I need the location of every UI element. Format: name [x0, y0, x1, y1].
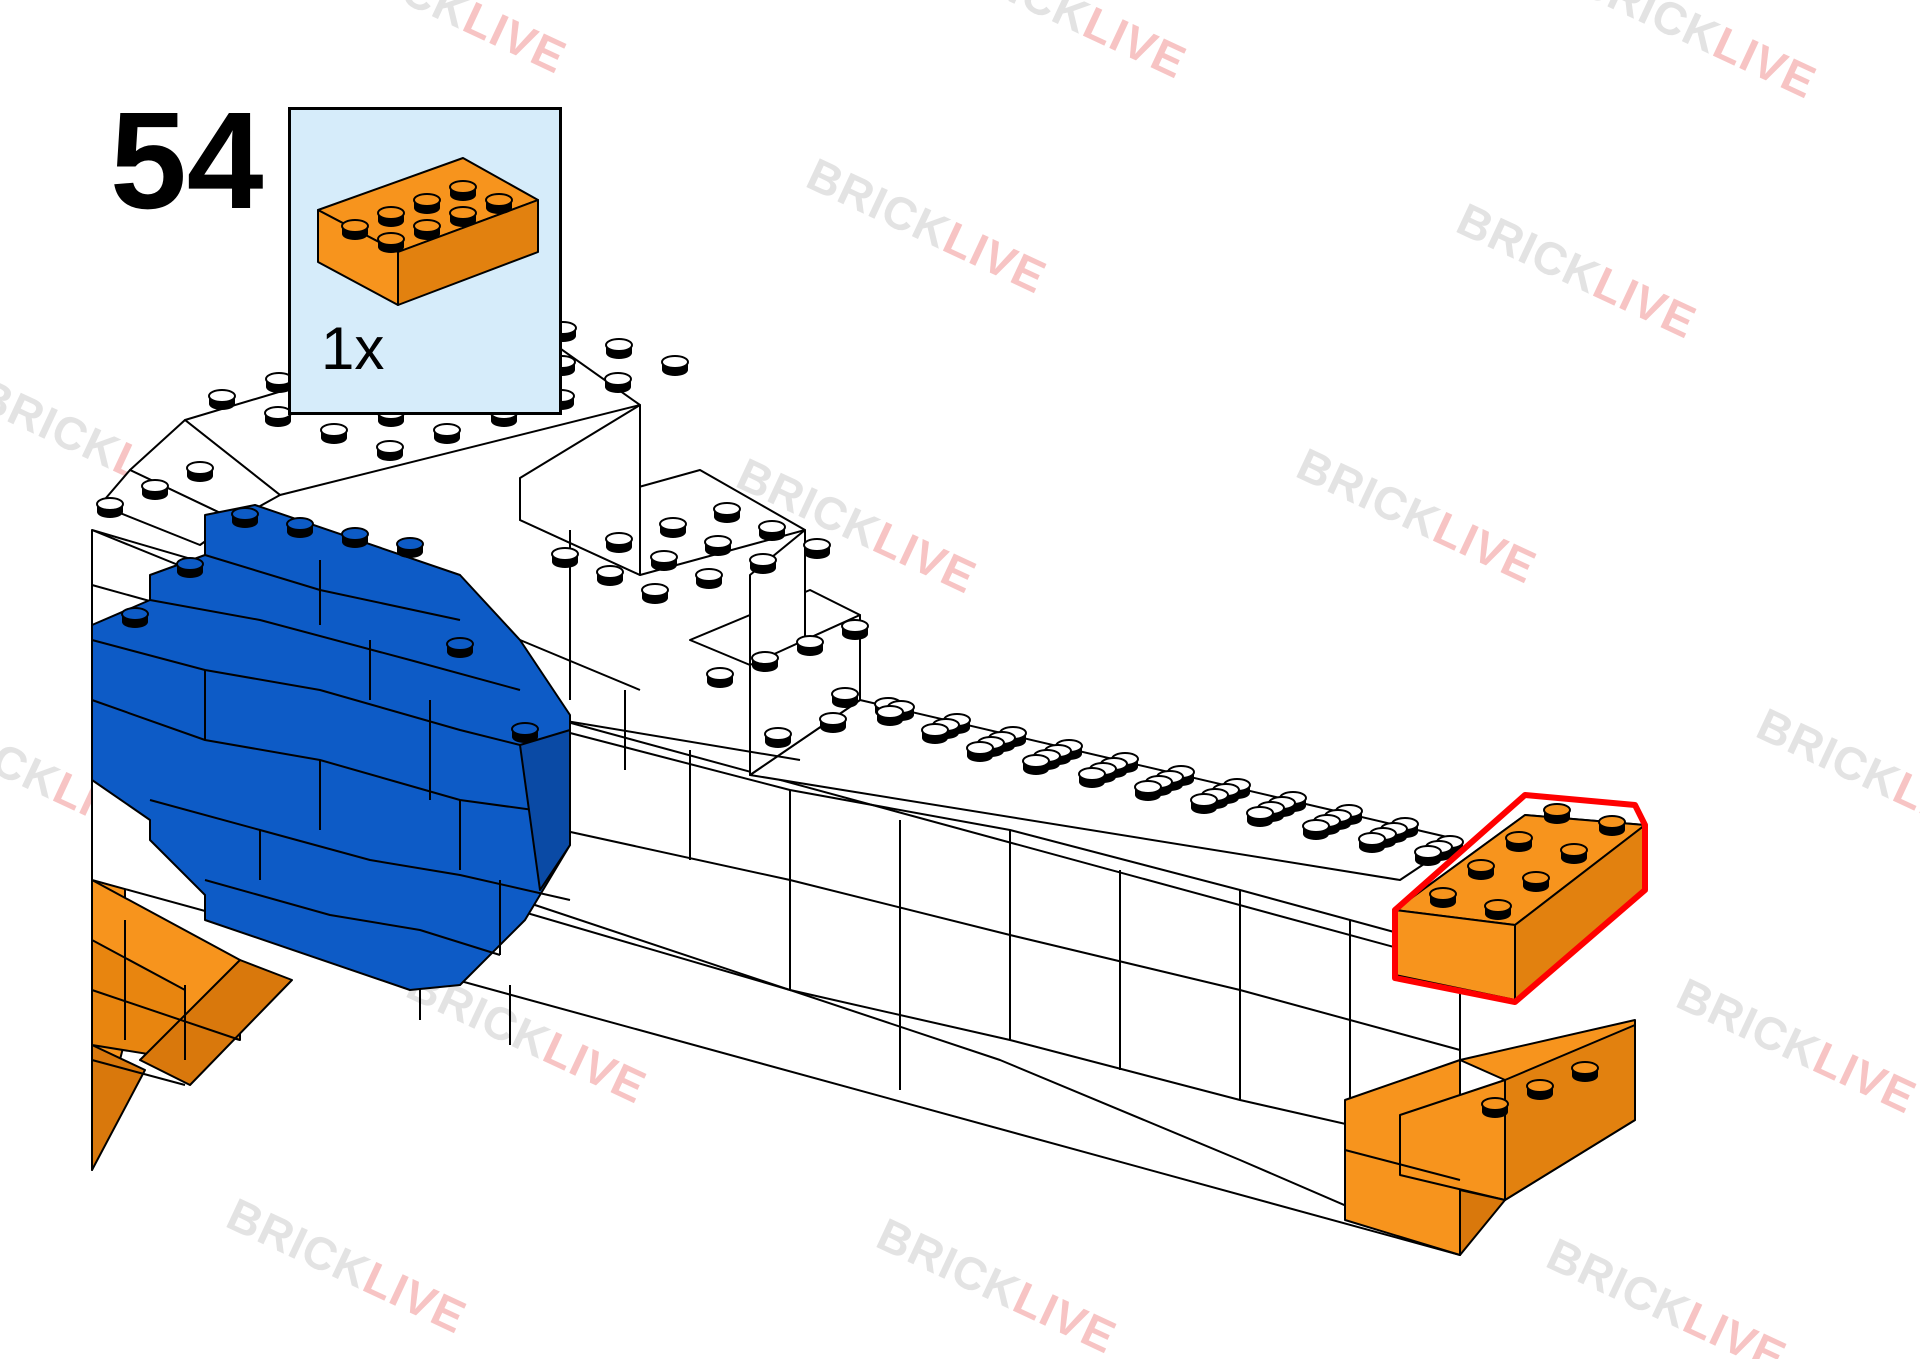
blue-heart-bricks	[91, 504, 571, 991]
parts-callout: 1x	[288, 107, 562, 415]
stud	[1484, 899, 1512, 921]
stud	[376, 440, 404, 462]
stud	[764, 727, 792, 749]
svg-text:BRICKLIVE: BRICKLIVE	[1449, 193, 1704, 349]
stud	[1543, 803, 1571, 825]
stud	[1078, 767, 1106, 789]
svg-text:BRICKLIVE: BRICKLIVE	[1669, 968, 1920, 1124]
svg-text:BRICKLIVE: BRICKLIVE	[869, 1208, 1124, 1359]
stud	[921, 723, 949, 745]
watermark: BRICKLIVE	[219, 1188, 474, 1344]
stud	[96, 497, 124, 519]
stud	[659, 517, 687, 539]
stud	[208, 389, 236, 411]
watermark: BRICKLIVE	[869, 1208, 1124, 1359]
stud	[831, 687, 859, 709]
part-quantity: 1x	[321, 315, 385, 382]
stud	[1467, 859, 1495, 881]
stud	[141, 479, 169, 501]
svg-text:BRICKLIVE: BRICKLIVE	[1749, 698, 1920, 854]
stud	[713, 502, 741, 524]
highlight-outline	[1392, 792, 1648, 1005]
stud	[1522, 871, 1550, 893]
stud	[704, 535, 732, 557]
orange-2x4-brick-icon	[317, 157, 539, 306]
svg-text:BRICKLIVE: BRICKLIVE	[219, 1188, 474, 1344]
stud	[876, 705, 904, 727]
stud	[1358, 832, 1386, 854]
stud	[121, 607, 149, 629]
stud	[596, 565, 624, 587]
stud	[1571, 1061, 1599, 1083]
stud	[413, 193, 441, 215]
stud	[966, 741, 994, 763]
watermark: BRICKLIVE	[939, 0, 1194, 88]
stud	[1598, 815, 1626, 837]
stud	[819, 712, 847, 734]
watermark: BRICKLIVE	[1669, 968, 1920, 1124]
stud	[551, 547, 579, 569]
stud	[758, 520, 786, 542]
stud	[706, 667, 734, 689]
watermark: BRICKLIVE	[319, 0, 574, 83]
step-number: 54	[110, 84, 264, 238]
stud	[320, 423, 348, 445]
stud	[1526, 1079, 1554, 1101]
stud	[446, 637, 474, 659]
watermark: BRICKLIVE	[1539, 1228, 1794, 1359]
stud	[1022, 754, 1050, 776]
stud	[413, 219, 441, 241]
stud	[1505, 831, 1533, 853]
stud	[841, 619, 869, 641]
stud	[695, 568, 723, 590]
stud	[751, 651, 779, 673]
stud	[231, 507, 259, 529]
watermark: BRICKLIVE	[1569, 0, 1824, 108]
stud	[604, 372, 632, 394]
stud	[449, 180, 477, 202]
stud	[186, 461, 214, 483]
stud	[605, 338, 633, 360]
stud	[1429, 887, 1457, 909]
stud	[661, 355, 689, 377]
svg-text:BRICKLIVE: BRICKLIVE	[1569, 0, 1824, 108]
stud	[377, 232, 405, 254]
stud	[1134, 780, 1162, 802]
stud	[433, 423, 461, 445]
watermark: BRICKLIVE	[1289, 438, 1544, 594]
watermark: BRICKLIVE	[1749, 698, 1920, 854]
svg-text:BRICKLIVE: BRICKLIVE	[1539, 1228, 1794, 1359]
stud	[1302, 819, 1330, 841]
svg-text:BRICKLIVE: BRICKLIVE	[939, 0, 1194, 88]
svg-text:BRICKLIVE: BRICKLIVE	[1289, 438, 1544, 594]
stud	[641, 583, 669, 605]
stud	[449, 206, 477, 228]
stud	[1246, 806, 1274, 828]
svg-text:BRICKLIVE: BRICKLIVE	[799, 148, 1054, 304]
stud	[1481, 1097, 1509, 1119]
stud	[803, 538, 831, 560]
stud	[1560, 843, 1588, 865]
stud	[1190, 793, 1218, 815]
stud	[1414, 845, 1442, 867]
watermark: BRICKLIVE	[799, 148, 1054, 304]
stud	[341, 219, 369, 241]
stud	[605, 532, 633, 554]
watermark: BRICKLIVE	[1449, 193, 1704, 349]
stud	[341, 527, 369, 549]
stud	[749, 553, 777, 575]
stud	[176, 557, 204, 579]
stud	[650, 550, 678, 572]
svg-text:BRICKLIVE: BRICKLIVE	[319, 0, 574, 83]
stud	[485, 193, 513, 215]
stud	[511, 722, 539, 744]
stud	[286, 517, 314, 539]
stud	[377, 206, 405, 228]
stud	[796, 635, 824, 657]
stud	[396, 537, 424, 559]
